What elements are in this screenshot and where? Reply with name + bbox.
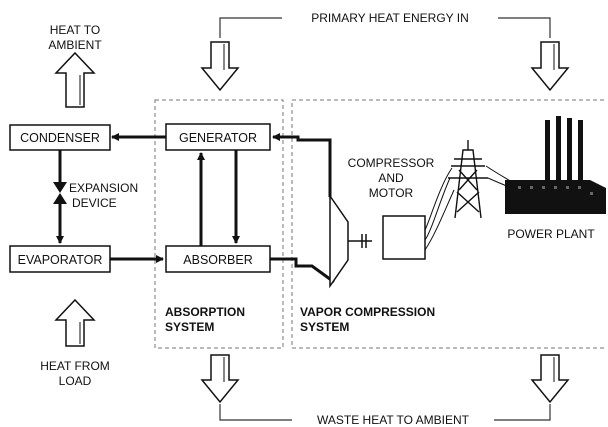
absorption-system-label-line1: ABSORPTION	[165, 305, 245, 319]
heat-to-ambient-arrow-icon	[54, 51, 96, 108]
compressor-icon	[329, 193, 349, 289]
primary-heat-arrow-left-icon	[200, 41, 240, 92]
power-plant-icon	[505, 116, 606, 214]
heat-from-load-label-line2: LOAD	[59, 374, 92, 388]
primary-heat-arrow-right-icon	[530, 41, 570, 92]
absorption-system-label-line2: SYSTEM	[165, 320, 214, 334]
evaporator-label: EVAPORATOR	[18, 253, 103, 267]
primary-heat-bracket	[219, 17, 551, 38]
waste-heat-arrow-left-icon	[200, 354, 240, 404]
waste-heat-bracket	[219, 404, 551, 421]
condenser-label: CONDENSER	[20, 131, 100, 145]
generator-box	[165, 123, 271, 151]
absorber-to-compressor-line	[270, 257, 335, 284]
absorption-system-boundary	[154, 99, 284, 349]
motor-icon	[382, 215, 426, 260]
compressor-label-line3: MOTOR	[369, 186, 414, 200]
expansion-device-label-line1: EXPANSION	[69, 181, 138, 195]
expansion-device-label-line2: DEVICE	[72, 196, 117, 210]
compressor-to-generator-arrow	[272, 133, 332, 197]
waste-heat-to-ambient-label: WASTE HEAT TO AMBIENT	[317, 413, 470, 427]
vapor-compression-system-label-line2: SYSTEM	[300, 320, 349, 334]
waste-heat-arrow-right-icon	[530, 354, 570, 404]
primary-heat-energy-in-label: PRIMARY HEAT ENERGY IN	[311, 11, 469, 25]
compressor-label-line1: COMPRESSOR	[348, 156, 435, 170]
heat-from-load-label-line1: HEAT FROM	[40, 359, 110, 373]
heat-to-ambient-label-line1: HEAT TO	[50, 23, 100, 37]
expansion-valve-icon	[53, 182, 67, 204]
heat-to-ambient-label-line2: AMBIENT	[48, 38, 102, 52]
evaporator-box	[9, 245, 111, 273]
condenser-box	[9, 124, 111, 151]
vapor-compression-boundary	[291, 99, 604, 349]
compressor-label-line2: AND	[378, 171, 404, 185]
power-plant-label: POWER PLANT	[507, 227, 595, 241]
heat-from-load-arrow-icon	[54, 298, 96, 347]
generator-label: GENERATOR	[179, 131, 257, 145]
absorber-label: ABSORBER	[183, 253, 252, 267]
transmission-tower-icon	[448, 140, 488, 219]
vapor-compression-system-label-line1: VAPOR COMPRESSION	[300, 305, 435, 319]
